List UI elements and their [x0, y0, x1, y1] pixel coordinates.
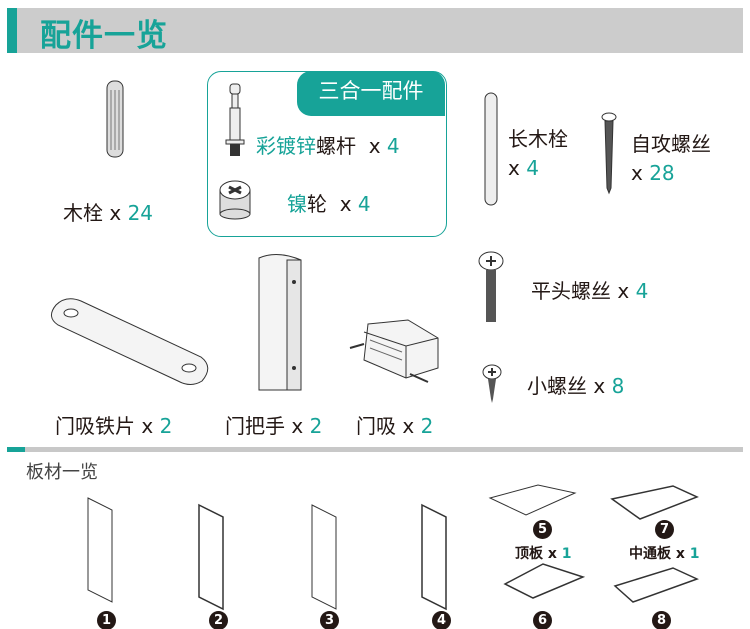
section-separator	[7, 447, 743, 452]
strike-plate-icon	[51, 298, 209, 385]
panel-4-icon	[421, 503, 447, 611]
panel-number-7: 7	[655, 520, 674, 539]
door-catch-icon	[349, 319, 439, 383]
flat-screw-icon	[478, 251, 504, 322]
panel-number-8: 8	[652, 611, 671, 629]
self-tapping-screw-icon	[601, 112, 617, 195]
panel-number-2: 2	[209, 611, 228, 629]
long-dowel-icon	[484, 92, 498, 206]
panel-number-4: 4	[432, 611, 451, 629]
three-in-one-badge: 三合一配件	[297, 71, 445, 116]
panel-5-icon	[488, 484, 577, 516]
panel-1-icon	[87, 497, 113, 603]
top-panel-label: 顶板 x 1	[515, 546, 572, 562]
header-accent	[7, 8, 17, 53]
bolt-icon	[225, 83, 245, 156]
header-bar	[7, 8, 743, 53]
door-catch-label: 门吸 x 2	[356, 414, 434, 438]
strike-plate-label: 门吸铁片 x 2	[55, 414, 173, 438]
middle-panel-label: 中通板 x 1	[629, 546, 700, 562]
door-handle-label: 门把手 x 2	[225, 414, 323, 438]
panel-2-icon	[198, 503, 224, 611]
dowel-label: 木栓 x 24	[63, 201, 154, 225]
bolt-label: 彩镀锌螺杆 x 4	[256, 134, 400, 158]
flat-screw-label: 平头螺丝 x 4	[531, 279, 649, 303]
panel-6-icon	[503, 563, 586, 599]
small-screw-icon	[482, 364, 502, 403]
panel-8-icon	[613, 567, 699, 603]
small-screw-label: 小螺丝 x 8	[527, 374, 625, 398]
page-title: 配件一览	[40, 18, 168, 54]
panel-number-5: 5	[533, 520, 552, 539]
door-handle-icon	[258, 254, 302, 391]
panels-title: 板材一览	[26, 462, 98, 483]
dowel-icon	[106, 80, 124, 158]
panel-number-1: 1	[97, 611, 116, 629]
panel-3-icon	[311, 504, 337, 610]
separator-accent	[7, 447, 25, 452]
panel-7-icon	[610, 485, 699, 520]
panel-number-6: 6	[533, 611, 552, 629]
cam-label: 镍轮 x 4	[287, 192, 371, 216]
panel-number-3: 3	[320, 611, 339, 629]
cam-lock-icon	[219, 180, 251, 220]
